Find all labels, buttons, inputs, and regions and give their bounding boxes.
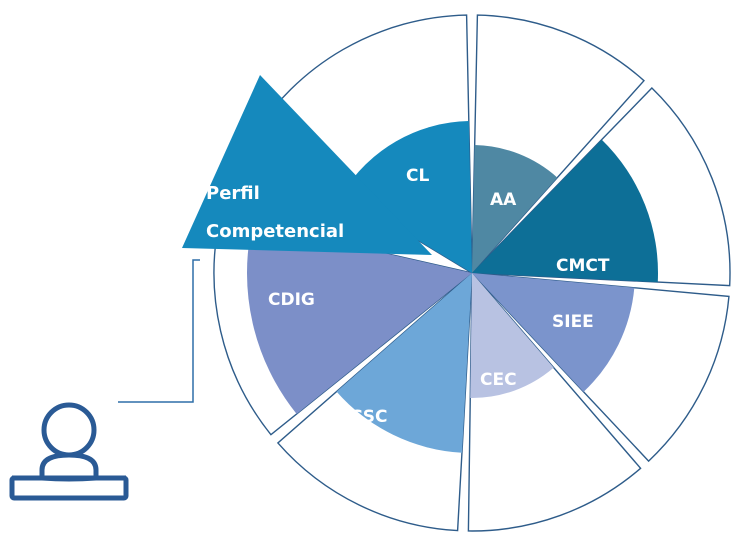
segment-label-cdig: CDIG bbox=[268, 290, 315, 310]
inner-segment-csc bbox=[336, 273, 472, 453]
inner-segment-cmct bbox=[472, 139, 658, 283]
segment-label-cl: CL bbox=[406, 166, 429, 186]
perfil-label-line1: Perfil bbox=[206, 183, 260, 204]
perfil-label-line2: Competencial bbox=[206, 221, 344, 242]
segment-label-aa: AA bbox=[490, 190, 517, 210]
inner-segment-cec bbox=[470, 273, 554, 398]
inner-segment-siee bbox=[472, 273, 635, 392]
inner-segments bbox=[246, 121, 658, 453]
segment-label-cmct: CMCT bbox=[556, 256, 610, 276]
segment-label-csc: CSC bbox=[350, 407, 388, 427]
inner-segment-cdig bbox=[246, 223, 472, 414]
inner-segment-cl bbox=[341, 121, 472, 274]
perfil-competencial-wedge bbox=[182, 75, 432, 255]
segment-label-siee: SIEE bbox=[552, 312, 594, 332]
person-icon bbox=[9, 402, 129, 501]
segment-label-cec: CEC bbox=[480, 370, 517, 390]
connector-line bbox=[118, 259, 200, 403]
inner-segment-aa bbox=[472, 145, 558, 273]
